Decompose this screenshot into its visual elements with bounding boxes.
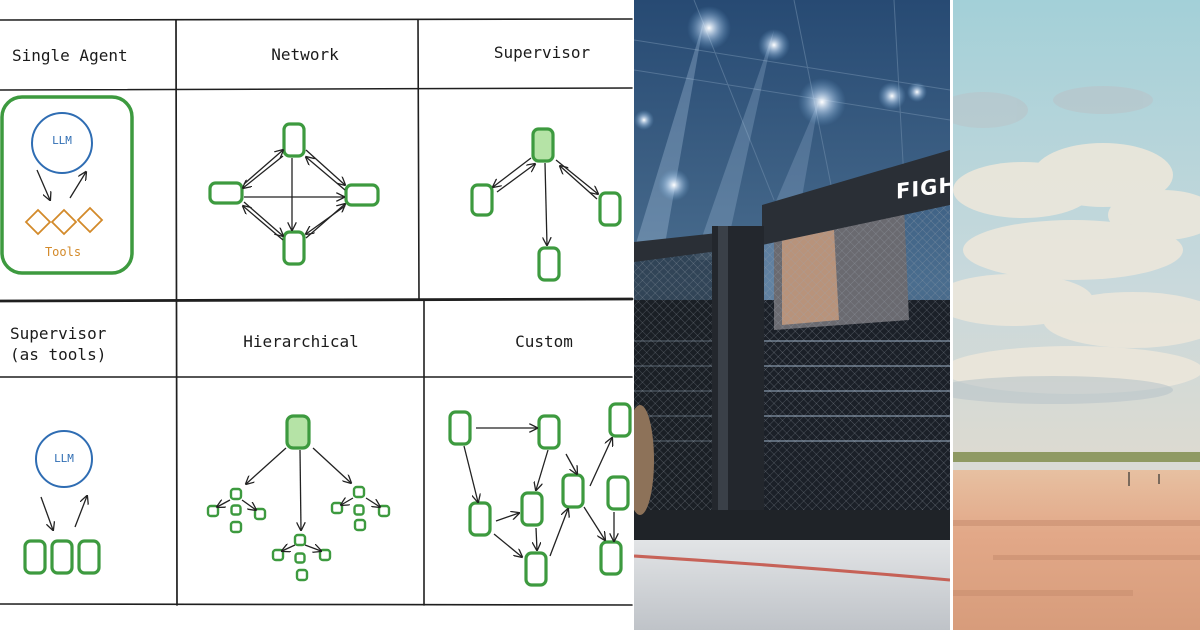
- cell-label-network: Network: [271, 45, 339, 64]
- hierarchical-arrow-r1: [341, 498, 354, 505]
- single-agent-container: [0, 95, 134, 275]
- custom-node-9: [599, 540, 623, 576]
- supervisor-as-tools-node-1: [23, 539, 47, 575]
- network-arrow-2: [243, 155, 284, 188]
- custom-node-8: [524, 551, 548, 587]
- single-agent-tool-diamond-3: [76, 206, 104, 234]
- network-arrow-3: [305, 149, 345, 185]
- custom-arrow-4: [565, 453, 577, 474]
- network-arrow-1: [243, 150, 283, 185]
- supervisor-arrow-3: [555, 159, 598, 194]
- hierarchical-node-sub-3: [294, 552, 306, 564]
- custom-node-5: [520, 491, 544, 527]
- hierarchical-arrow-right: [312, 447, 351, 483]
- hierarchical-node-leaf-1: [206, 504, 220, 518]
- hierarchical-arrow-r2: [365, 497, 380, 507]
- network-arrow-6: [243, 206, 284, 241]
- hierarchical-arrow-l2: [241, 499, 256, 510]
- hierarchical-node-leaf-7: [330, 501, 344, 515]
- agent-architectures-diagram: Single Agent Network Supervisor Supervis…: [0, 18, 634, 606]
- single-agent-tools-label: Tools: [44, 245, 82, 259]
- network-node-left: [208, 181, 244, 205]
- custom-arrow-3: [536, 449, 549, 490]
- custom-node-6: [561, 473, 585, 509]
- single-agent-llm-circle: [31, 112, 93, 174]
- supervisor-arrow-1: [493, 157, 532, 187]
- network-node-top: [282, 122, 306, 158]
- hierarchical-arrow-c1: [282, 545, 296, 551]
- supervisor-as-tools-arrow-up: [74, 496, 87, 528]
- hierarchical-node-leaf-4: [271, 548, 285, 562]
- hierarchical-node-leaf-6: [318, 548, 332, 562]
- network-arrow-4: [306, 157, 346, 191]
- hierarchical-node-mid-center: [293, 533, 307, 547]
- cell-label-custom: Custom: [515, 332, 573, 351]
- network-arrow-8: [306, 205, 346, 234]
- hierarchical-node-leaf-8: [353, 518, 367, 532]
- hierarchical-node-mid-right: [352, 485, 366, 499]
- cell-label-supervisor: Supervisor: [493, 43, 591, 62]
- supervisor-node-right: [598, 191, 622, 227]
- custom-node-1: [448, 410, 472, 446]
- single-agent-tool-diamond-1: [24, 208, 52, 236]
- supervisor-node-bottom: [537, 246, 561, 282]
- cell-label-single-agent: Single Agent: [12, 46, 128, 65]
- grid-lines: [0, 18, 634, 606]
- arena-photo: FIGH: [634, 0, 950, 630]
- supervisor-as-tools-arrow-down: [40, 496, 53, 530]
- custom-arrow-6: [493, 533, 522, 557]
- beach-scene: [953, 0, 1200, 630]
- network-node-bottom: [282, 230, 306, 266]
- hierarchical-arrow-center: [300, 449, 301, 530]
- custom-arrow-9: [589, 438, 612, 487]
- custom-arrow-10: [583, 506, 605, 540]
- hierarchical-node-mid-left: [229, 487, 243, 501]
- single-agent-tool-diamond-2: [50, 208, 78, 236]
- supervisor-arrow-4: [560, 166, 598, 200]
- beach-painting: [953, 0, 1200, 630]
- supervisor-node-top: [531, 127, 555, 163]
- cell-label-supervisor-as-tools: Supervisor (as tools): [10, 324, 107, 364]
- network-arrow-7: [305, 204, 345, 239]
- hierarchical-arrow-c2: [304, 545, 321, 551]
- hierarchical-node-sub-1: [230, 504, 242, 516]
- supervisor-as-tools-node-3: [77, 539, 101, 575]
- custom-arrow-5: [495, 513, 519, 522]
- supervisor-arrow-5: [545, 162, 547, 245]
- supervisor-as-tools-node-2: [50, 539, 74, 575]
- cell-label-hierarchical: Hierarchical: [243, 332, 359, 351]
- hierarchical-node-leaf-9: [377, 504, 391, 518]
- diagram-canvas: [0, 18, 634, 606]
- custom-node-2: [537, 414, 561, 450]
- single-agent-llm-label: LLM: [52, 134, 72, 147]
- supervisor-as-tools-llm-circle: [35, 430, 93, 488]
- hierarchical-node-leaf-2: [229, 520, 243, 534]
- custom-arrow-2: [463, 445, 478, 502]
- network-arrow-5: [243, 201, 283, 236]
- custom-node-3: [608, 402, 632, 438]
- network-node-right: [344, 183, 380, 207]
- arena-scene: [634, 0, 950, 630]
- hierarchical-arrow-left: [246, 447, 287, 484]
- custom-arrow-7: [536, 527, 537, 550]
- supervisor-node-left: [470, 183, 494, 217]
- custom-node-4: [468, 501, 492, 537]
- hierarchical-node-sub-2: [353, 504, 365, 516]
- hierarchical-node-top: [285, 414, 311, 450]
- single-agent-arrow-up: [69, 172, 86, 199]
- hierarchical-node-leaf-3: [253, 507, 267, 521]
- hierarchical-node-leaf-5: [295, 568, 309, 582]
- supervisor-arrow-2: [496, 164, 535, 193]
- hierarchical-arrow-l1: [217, 500, 231, 507]
- single-agent-arrow-down: [36, 169, 50, 200]
- custom-arrow-8: [549, 509, 568, 557]
- supervisor-as-tools-llm-label: LLM: [54, 452, 74, 465]
- custom-node-7: [606, 475, 630, 511]
